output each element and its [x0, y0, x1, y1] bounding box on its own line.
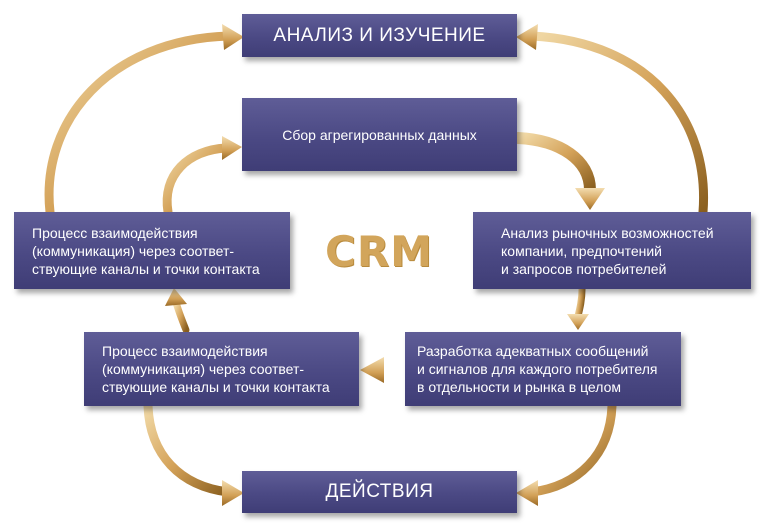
arrow-collect-to-market	[512, 132, 605, 210]
node-interaction-lower-label: Процесс взаимодействия (коммуникация) че…	[102, 343, 330, 395]
node-interaction-upper-label: Процесс взаимодействия (коммуникация) че…	[32, 224, 260, 277]
node-interaction-lower: Процесс взаимодействия (коммуникация) че…	[84, 332, 359, 406]
crm-center-label: CRM	[325, 226, 433, 276]
node-collect-data: Сбор агрегированных данных	[242, 98, 517, 171]
node-analysis-and-study: АНАЛИЗ И ИЗУЧЕНИЕ	[242, 14, 517, 57]
arrow-messages-to-interaction	[360, 357, 410, 383]
arrow-market-to-messages	[567, 285, 589, 330]
node-message-development: Разработка адекватных сообщений и сигнал…	[405, 332, 681, 406]
node-market-analysis-label: Анализ рыночных возможностей компании, п…	[501, 224, 714, 277]
node-actions-label: ДЕЙСТВИЯ	[325, 481, 434, 502]
arrow-outer-left	[44, 24, 244, 217]
node-collect-data-label: Сбор агрегированных данных	[282, 126, 477, 143]
arrow-outer-right	[516, 24, 709, 217]
node-message-development-label: Разработка адекватных сообщений и сигнал…	[417, 343, 658, 395]
arrow-interaction-to-bottom	[143, 401, 244, 506]
node-analysis-and-study-label: АНАЛИЗ И ИЗУЧЕНИЕ	[273, 24, 486, 46]
node-market-analysis: Анализ рыночных возможностей компании, п…	[473, 212, 751, 289]
arrow-messages-to-bottom	[516, 401, 617, 506]
arrow-lower-to-upper	[165, 288, 190, 334]
arrow-upper-to-collect	[162, 136, 242, 217]
node-interaction-upper: Процесс взаимодействия (коммуникация) че…	[14, 212, 290, 289]
node-actions: ДЕЙСТВИЯ	[242, 471, 517, 513]
